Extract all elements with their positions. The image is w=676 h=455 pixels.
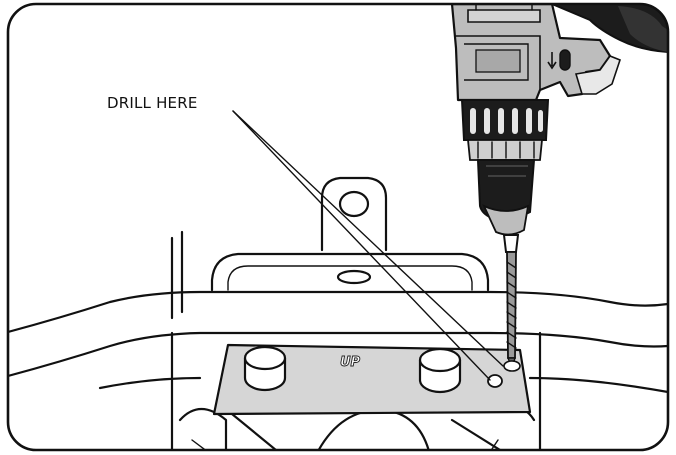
plate-up-marking: UP <box>340 355 361 370</box>
direction-arrow-icon <box>547 52 557 70</box>
drill-bit-icon <box>502 234 521 372</box>
mounting-structure <box>8 176 668 450</box>
drill-here-label: DRILL HERE <box>107 94 198 112</box>
callout-leader-line-top <box>232 110 504 367</box>
callout-leader-line-bottom <box>232 110 491 381</box>
drill-location-hole <box>487 374 503 388</box>
right-stud <box>418 347 462 394</box>
figure-frame <box>6 2 670 452</box>
left-stud <box>243 345 287 392</box>
cordless-drill-icon <box>450 4 668 236</box>
mounting-plate-icon: UP <box>212 343 532 416</box>
drill-here-callout: DRILL HERE <box>107 94 504 381</box>
